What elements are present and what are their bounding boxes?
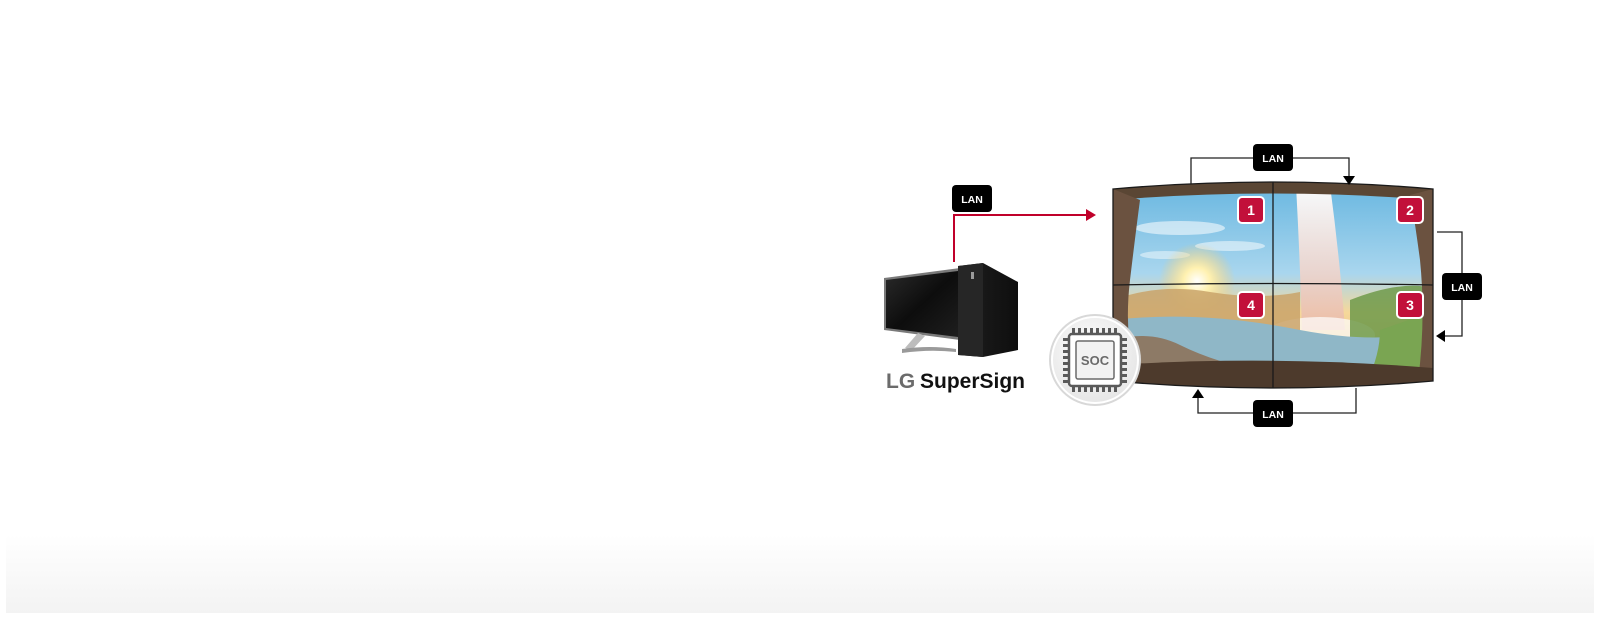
pc-tower [958, 263, 1018, 357]
svg-text:4: 4 [1247, 297, 1255, 313]
lan-label-top [1253, 144, 1293, 171]
tile-badge-4: 4 [1237, 291, 1265, 319]
tile-badge-2: 2 [1396, 196, 1424, 224]
logo-brand: LG [886, 370, 915, 393]
lan-connector-bottom: LAN [1192, 388, 1357, 427]
supersign-logo: LG SuperSign [886, 370, 1025, 393]
lan-label-right [1442, 273, 1482, 300]
svg-text:1: 1 [1247, 202, 1255, 218]
lan-label-bottom-text: LAN [1262, 409, 1284, 421]
pc-to-wall-connection: LAN [952, 185, 1096, 262]
lan-label-pc-text: LAN [961, 194, 983, 206]
lan-label-top-text: LAN [1262, 153, 1284, 165]
lan-connector-top: LAN [1190, 144, 1355, 185]
chip-icon: SOC [1063, 328, 1127, 392]
tile-badge-3: 3 [1396, 291, 1424, 319]
lan-label-bottom [1253, 400, 1293, 427]
pc-workstation [884, 263, 1018, 357]
arrow-down-icon [1343, 176, 1355, 185]
floor-shadow [6, 535, 1594, 613]
soc-chip-badge: SOC [1049, 314, 1141, 406]
chip-label: SOC [1081, 353, 1110, 368]
lan-label-pc [952, 185, 992, 212]
svg-text:3: 3 [1406, 297, 1414, 313]
logo-product: SuperSign [920, 370, 1025, 393]
lan-label-right-text: LAN [1451, 282, 1473, 294]
video-wall [1112, 181, 1434, 389]
arrow-left-icon [1436, 330, 1445, 342]
arrow-right-icon [1086, 209, 1096, 221]
lan-connector-right: LAN [1436, 231, 1482, 342]
arrow-up-icon [1192, 389, 1204, 398]
monitor [884, 268, 960, 353]
svg-text:2: 2 [1406, 202, 1414, 218]
tile-badge-1: 1 [1237, 196, 1265, 224]
